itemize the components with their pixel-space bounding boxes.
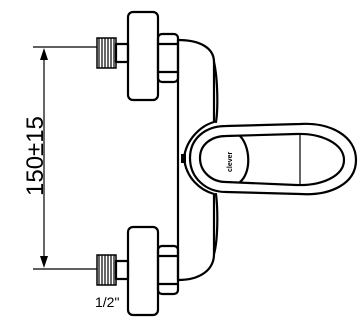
dimension-label: 150±15	[22, 116, 49, 196]
lever-handle	[181, 122, 358, 196]
dimension-arrow-bottom	[40, 256, 48, 268]
bottom-flange	[126, 225, 180, 317]
top-flange	[126, 10, 180, 102]
indicator-mark	[181, 154, 186, 163]
brand-label: clever	[227, 151, 234, 172]
thread-label: 1/2"	[95, 294, 119, 310]
bottom-thread-connector	[96, 254, 130, 286]
dimension-line	[33, 46, 98, 270]
top-thread-connector	[96, 37, 130, 69]
dimension-arrow-top	[40, 48, 48, 60]
